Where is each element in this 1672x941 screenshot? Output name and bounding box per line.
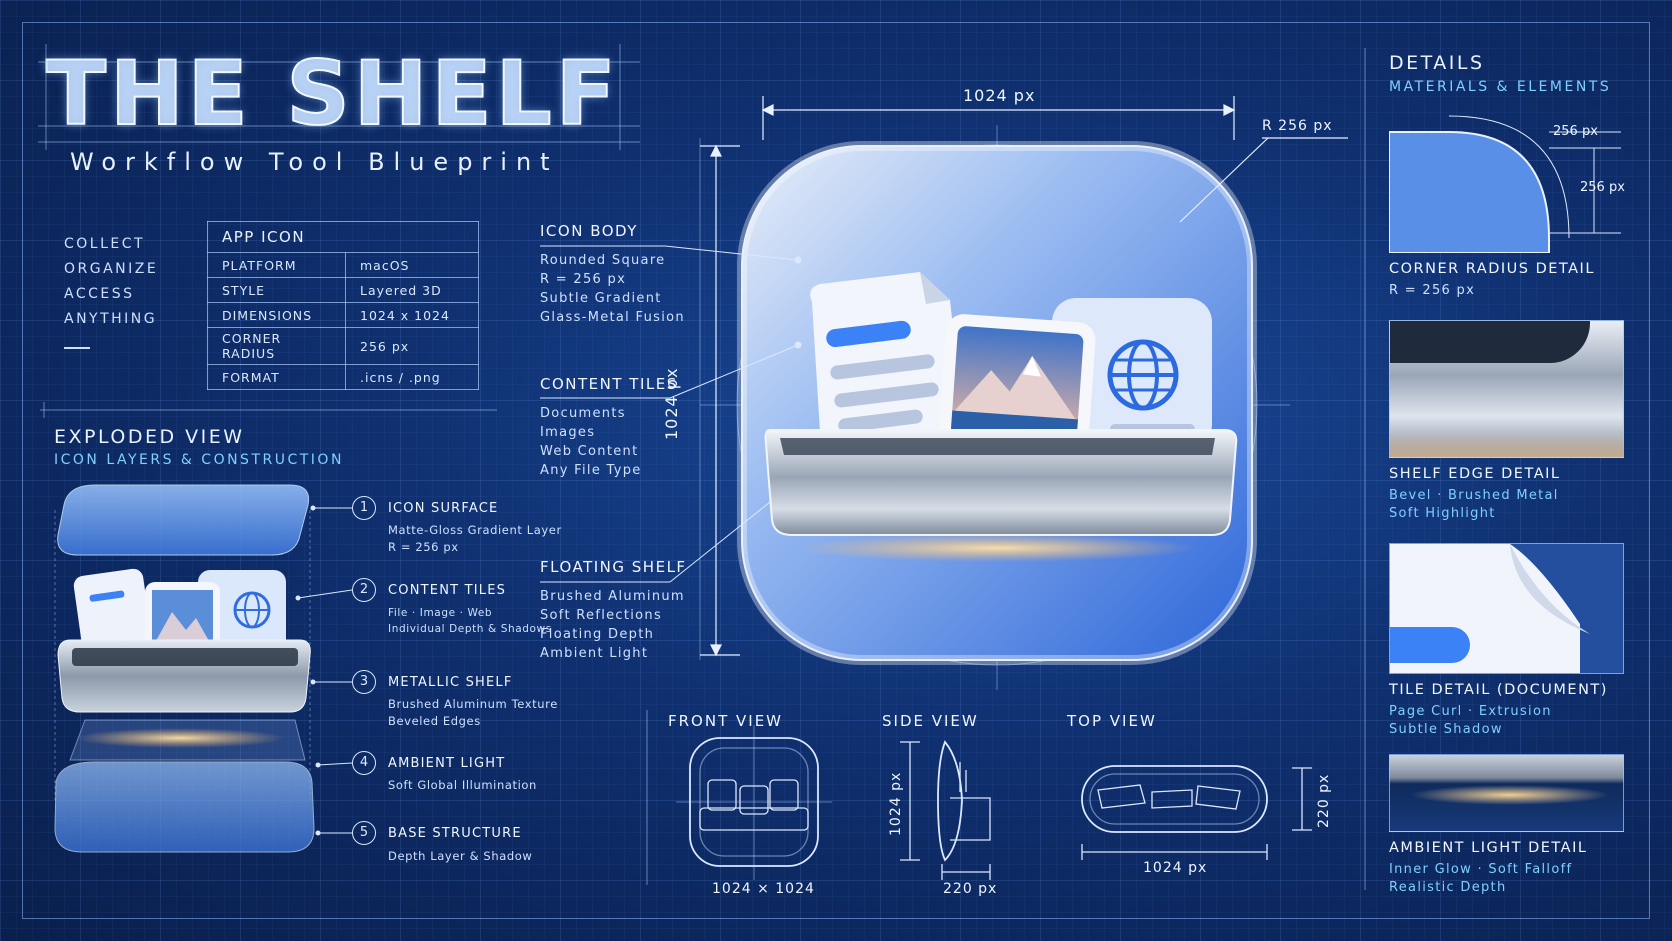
page-title: THE SHELF — [45, 42, 620, 145]
side-view-depth-dimension: 220 px — [943, 881, 998, 897]
width-dimension: 1024 px — [963, 86, 1036, 105]
icon-surface-layer — [57, 484, 310, 556]
spec-key: FORMAT — [207, 364, 346, 390]
spec-key: PLATFORM — [207, 252, 346, 278]
ambient-light-detail-image — [1389, 754, 1624, 832]
exploded-heading: EXPLODED VIEW — [54, 426, 245, 448]
front-view-dimension: 1024 × 1024 — [712, 881, 815, 897]
tagline-dash — [64, 347, 90, 349]
side-view-height-dimension: 1024 px — [888, 771, 904, 836]
table-row: FORMAT.icns / .png — [207, 364, 479, 390]
layer-number: 3 — [352, 670, 376, 694]
layer-number: 5 — [352, 821, 376, 845]
detail-desc: R = 256 px — [1389, 283, 1476, 298]
layer-number: 4 — [352, 751, 376, 775]
corner-radius-detail-image — [1389, 108, 1621, 253]
base-structure-layer — [54, 761, 315, 853]
callout-title: CONTENT TILES — [540, 375, 678, 393]
tagline-line: ANYTHING — [64, 311, 158, 327]
content-tiles-layer — [73, 568, 286, 670]
top-view-depth-dimension: 220 px — [1316, 773, 1332, 828]
tagline-line: ORGANIZE — [64, 261, 159, 277]
tagline-line: ACCESS — [64, 286, 135, 302]
top-view-label: TOP VIEW — [1067, 712, 1157, 730]
page-subtitle: Workflow Tool Blueprint — [70, 148, 559, 176]
mountain-image-icon — [938, 314, 1096, 462]
layer-number: 2 — [352, 578, 376, 602]
detail-title: CORNER RADIUS DETAIL — [1389, 261, 1595, 277]
corner-dim-a: 256 px — [1553, 124, 1598, 139]
detail-title: AMBIENT LIGHT DETAIL — [1389, 840, 1588, 856]
spec-value: Layered 3D — [345, 277, 479, 303]
callout-title: ICON BODY — [540, 222, 638, 240]
layer-desc: Depth Layer & Shadow — [388, 849, 533, 863]
shelf-icon — [764, 429, 1238, 562]
tagline: COLLECT ORGANIZE ACCESS ANYTHING — [64, 232, 158, 332]
document-icon — [810, 272, 963, 446]
layer-title: CONTENT TILES — [388, 583, 507, 598]
side-view-label: SIDE VIEW — [882, 712, 979, 730]
tile-detail-image — [1389, 543, 1624, 674]
spec-table-title: APP ICON — [207, 221, 479, 253]
blueprint-frame — [22, 22, 1650, 919]
radius-dimension: R 256 px — [1262, 118, 1333, 134]
shelf-edge-detail-image — [1389, 320, 1624, 458]
spec-value: .icns / .png — [345, 364, 479, 390]
layer-title: BASE STRUCTURE — [388, 826, 522, 841]
front-view-label: FRONT VIEW — [668, 712, 784, 730]
details-subheading: MATERIALS & ELEMENTS — [1389, 79, 1612, 95]
layer-title: ICON SURFACE — [388, 501, 499, 516]
layer-desc: Soft Global Illumination — [388, 778, 537, 792]
callout-title: FLOATING SHELF — [540, 558, 687, 576]
top-view-width-dimension: 1024 px — [1143, 860, 1208, 876]
detail-title: TILE DETAIL (DOCUMENT) — [1389, 682, 1608, 698]
layer-title: AMBIENT LIGHT — [388, 756, 506, 771]
layer-title: METALLIC SHELF — [388, 675, 513, 690]
exploded-subheading: ICON LAYERS & CONSTRUCTION — [54, 452, 344, 468]
corner-dim-b: 256 px — [1580, 180, 1625, 195]
spec-key: DIMENSIONS — [207, 302, 346, 328]
details-heading: DETAILS — [1389, 52, 1485, 74]
tagline-line: COLLECT — [64, 236, 146, 252]
detail-title: SHELF EDGE DETAIL — [1389, 466, 1561, 482]
spec-key: CORNER RADIUS — [207, 327, 346, 365]
layer-number: 1 — [352, 496, 376, 520]
